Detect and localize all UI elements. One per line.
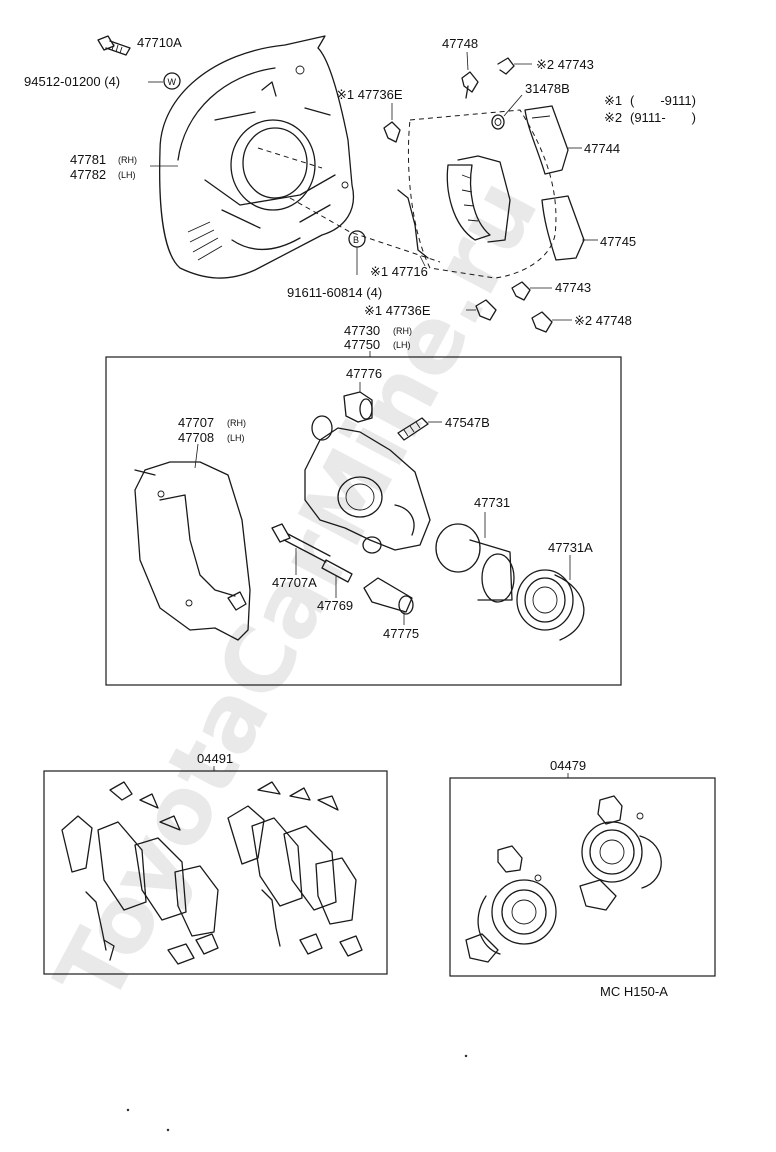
legend-row1-range: ( -9111) xyxy=(630,93,696,108)
label-47547B: 47547B xyxy=(445,415,490,430)
label-94512-01200: 94512-01200 (4) xyxy=(24,74,120,89)
anti-squeal-shim-47745-drawing xyxy=(541,195,585,261)
diagram-code: MC H150-A xyxy=(600,984,668,999)
label-47730: 47730 xyxy=(344,323,380,338)
clip-47743-top-drawing xyxy=(497,57,515,75)
label-47743-mid: 47743 xyxy=(555,280,591,295)
bolt-symbol: B xyxy=(348,230,366,248)
dust-cover-drawing xyxy=(159,35,354,279)
label-31478B: 31478B xyxy=(525,81,570,96)
caliper-assembly-box xyxy=(105,356,622,686)
label-47736E-bottom: ※1 47736E xyxy=(364,303,431,318)
clip-47748-top-drawing xyxy=(461,71,479,99)
pad-kit-04491-box xyxy=(43,770,388,975)
label-04491: 04491 xyxy=(197,751,233,766)
label-47708: 47708 xyxy=(178,430,214,445)
clip-47736E-top-drawing xyxy=(383,121,401,143)
washer-symbol: W xyxy=(163,72,181,90)
legend-row2-mark: ※2 xyxy=(604,110,622,125)
plug-31478B-drawing xyxy=(491,114,505,130)
boot-47775-drawing xyxy=(363,577,414,615)
clip-47736E-bottom-drawing xyxy=(475,299,497,321)
caliper-bracket-drawing xyxy=(134,461,251,641)
bleeder-plug-47547B-drawing xyxy=(397,417,429,441)
label-47750: 47750 xyxy=(344,337,380,352)
legend-row1-mark: ※1 xyxy=(604,93,622,108)
label-47745: 47745 xyxy=(600,234,636,249)
label-47716: ※1 47716 xyxy=(370,264,428,279)
label-47781: 47781 xyxy=(70,152,106,167)
label-47750-lh: (LH) xyxy=(393,340,411,350)
piston-seal-47731A-drawing xyxy=(516,569,585,641)
bolt-47710A-drawing xyxy=(97,35,131,56)
pad-kit-04491-drawing xyxy=(61,781,363,965)
label-47782-lh: (LH) xyxy=(118,170,136,180)
label-47748-top: 47748 xyxy=(442,36,478,51)
guide-pin-47707A-drawing xyxy=(271,523,331,563)
label-04479: 04479 xyxy=(550,758,586,773)
caliper-body-drawing xyxy=(304,415,431,554)
wear-indicator-47716-drawing xyxy=(397,189,429,259)
clip-47748-bottom-drawing xyxy=(531,311,553,333)
label-47743-top: ※2 47743 xyxy=(536,57,594,72)
label-47731A: 47731A xyxy=(548,540,593,555)
sleeve-47769-drawing xyxy=(321,559,353,583)
label-47776: 47776 xyxy=(346,366,382,381)
label-47730-rh: (RH) xyxy=(393,326,412,336)
label-47708-lh: (LH) xyxy=(227,433,245,443)
label-47731: 47731 xyxy=(474,495,510,510)
seal-kit-04479-box xyxy=(449,777,716,977)
label-47707A: 47707A xyxy=(272,575,317,590)
label-47748-bottom: ※2 47748 xyxy=(574,313,632,328)
label-47769: 47769 xyxy=(317,598,353,613)
label-47707: 47707 xyxy=(178,415,214,430)
label-47775: 47775 xyxy=(383,626,419,641)
label-91611-60814: 91611-60814 (4) xyxy=(287,285,382,300)
label-47781-rh: (RH) xyxy=(118,155,137,165)
bolt-symbol-letter: B xyxy=(353,235,359,245)
legend: ※1 ( -9111) ※2 (9111- ) xyxy=(604,93,696,125)
legend-row2-range: (9111- ) xyxy=(630,110,696,125)
washer-symbol-letter: W xyxy=(168,77,177,87)
label-47710A: 47710A xyxy=(137,35,182,50)
seal-kit-04479-drawing xyxy=(465,795,662,963)
label-47736E-top: ※1 47736E xyxy=(336,87,403,102)
clip-47743-mid-drawing xyxy=(511,281,531,301)
label-47782: 47782 xyxy=(70,167,106,182)
torque-plate-drawing xyxy=(407,109,557,279)
label-47707-rh: (RH) xyxy=(227,418,246,428)
piston-47731-drawing xyxy=(435,523,515,603)
label-47744: 47744 xyxy=(584,141,620,156)
anti-squeal-shim-47744-drawing xyxy=(524,105,569,175)
